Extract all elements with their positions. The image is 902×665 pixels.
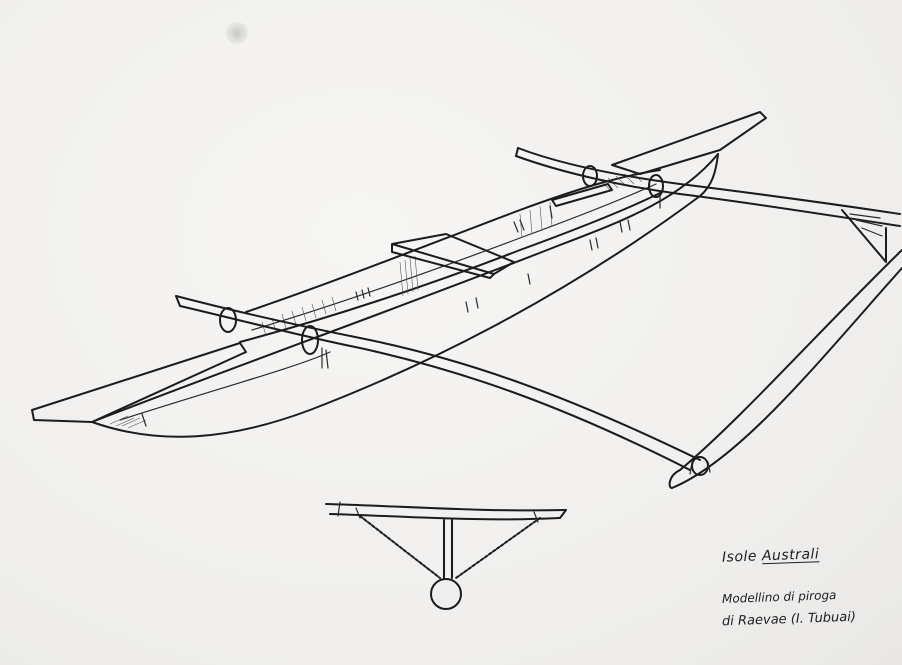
caption-region-name: Australi [761, 546, 820, 565]
canoe-thwarts [391, 183, 613, 279]
front-boom-tip [175, 295, 181, 307]
hull-strake-line [119, 351, 331, 421]
rear-boom-lower [515, 155, 901, 227]
section-lashings [355, 507, 539, 523]
section-beam-top [325, 503, 567, 512]
cross-section-detail [325, 501, 567, 610]
outrigger-booms [175, 147, 901, 471]
bow-deck-plank [31, 342, 247, 423]
canoe-hull [31, 111, 767, 438]
hull-gunwale-far [245, 169, 661, 313]
stern-deck-plank [611, 111, 767, 175]
hull-inner-edge [239, 191, 663, 343]
section-beam-bottom [329, 513, 561, 521]
hull-inner-side [251, 183, 657, 331]
boom-ring-4 [648, 174, 664, 198]
boom-ring-2 [301, 325, 319, 355]
float-tip [668, 469, 681, 489]
section-beam-end [559, 509, 567, 519]
section-float-circle [430, 578, 462, 610]
front-boom [175, 295, 701, 461]
center-seat [391, 233, 515, 279]
float-lower [671, 267, 902, 489]
rear-boom [517, 147, 901, 215]
hull-gunwale-near [91, 153, 719, 423]
float-upper [679, 249, 902, 471]
caption-title: Isole Australi [722, 546, 820, 565]
rear-strut-hatch [849, 213, 883, 237]
hull-bottom [91, 153, 719, 438]
float-lashing [689, 461, 711, 475]
outrigger-float [668, 209, 902, 489]
caption-region-prefix: Isole [721, 548, 758, 566]
rear-boom-tip [515, 147, 519, 157]
paper-smudge [226, 22, 248, 44]
boom-ring-3 [582, 165, 598, 187]
float-ring [691, 456, 709, 476]
section-stay-left [359, 515, 441, 579]
section-stay-right [455, 517, 541, 579]
rear-strut [841, 209, 887, 263]
front-boom-lower [179, 305, 691, 471]
boom-ring-1 [219, 307, 237, 333]
stern-thwart [551, 183, 613, 207]
lashing-marks [141, 205, 631, 427]
boom-stanchion-1 [321, 347, 329, 369]
section-cut-mark [337, 501, 341, 517]
